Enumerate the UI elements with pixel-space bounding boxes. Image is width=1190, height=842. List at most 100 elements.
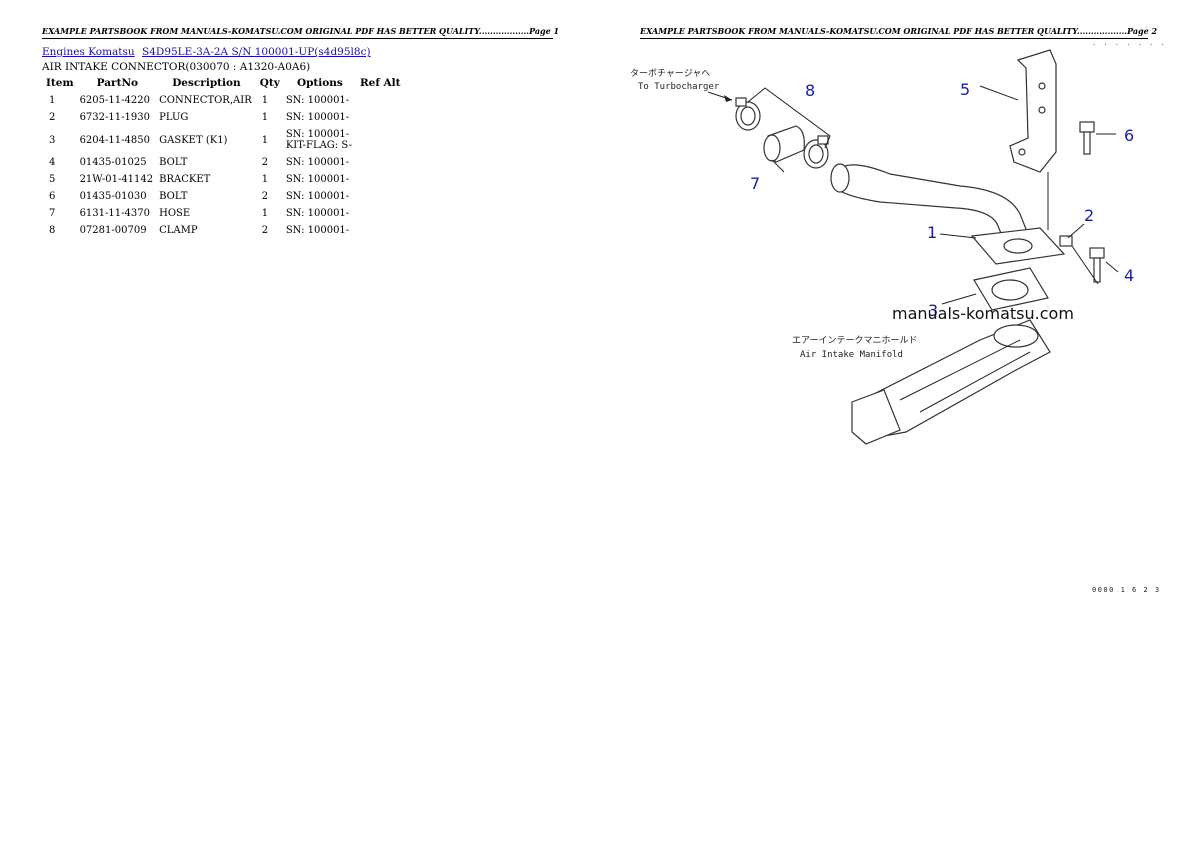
callout-8: 8: [805, 81, 815, 100]
table-header-row: Item PartNo Description Qty Options Ref …: [42, 76, 405, 92]
cell-options: SN: 100001-: [284, 92, 356, 109]
option-line: KIT-FLAG: S-: [285, 140, 352, 151]
table-row: 1 6205-11-4220 CONNECTOR,AIR 1 SN: 10000…: [42, 92, 405, 109]
cell-partno: 21W-01-41142: [79, 174, 154, 185]
cell-qty: 2: [261, 191, 269, 202]
hose-shape: [763, 125, 805, 163]
option-line: SN: 100001-: [285, 157, 350, 168]
col-header-qty: Qty: [259, 77, 280, 89]
cell-qty: 1: [261, 208, 269, 219]
jp-turbo-label: ターボチャージャへ: [630, 68, 710, 79]
clamp-right-shape: [803, 135, 829, 169]
table-row: 8 07281-00709 CLAMP 2 SN: 100001-: [42, 222, 405, 239]
cell-options: SN: 100001-: [284, 188, 356, 205]
cell-refalt: [356, 205, 405, 222]
watermark-text: manuals-komatsu.com: [892, 304, 1074, 323]
bolt-6-shape: [1079, 121, 1095, 155]
turbo-arrowhead: [724, 95, 732, 102]
plug-shape: [1059, 235, 1073, 247]
callout-1: 1: [927, 223, 937, 242]
bracket-shape: [1009, 49, 1057, 173]
cell-options: SN: 100001-: [284, 154, 356, 171]
cell-item: 7: [49, 208, 56, 219]
col-header-options: Options: [296, 77, 343, 89]
cell-refalt: [356, 171, 405, 188]
bolt-4-shape: [1089, 247, 1105, 283]
cell-partno: 6204-11-4850: [79, 134, 150, 146]
cell-item: 3: [49, 134, 56, 146]
cell-description: BRACKET: [159, 174, 211, 185]
cell-options: SN: 100001-: [284, 109, 356, 126]
clamp-leader-8: [747, 87, 831, 149]
col-header-description: Description: [172, 77, 241, 89]
parts-table: Item PartNo Description Qty Options Ref …: [42, 76, 405, 239]
cell-refalt: [356, 92, 405, 109]
cell-partno: 6131-11-4370: [79, 208, 150, 219]
connector-air-shape: [830, 163, 1066, 265]
cell-description: PLUG: [159, 112, 189, 123]
cell-qty: 2: [261, 225, 269, 236]
cell-partno: 07281-00709: [79, 225, 147, 236]
cell-partno: 01435-01030: [79, 191, 147, 202]
breadcrumb: Engines Komatsu S4D95LE-3A-2A S/N 100001…: [42, 46, 371, 58]
option-line: SN: 100001-: [285, 95, 350, 106]
breadcrumb-link-engines[interactable]: Engines Komatsu: [42, 46, 135, 58]
table-row: 4 01435-01025 BOLT 2 SN: 100001-: [42, 154, 405, 171]
table-row: 2 6732-11-1930 PLUG 1 SN: 100001-: [42, 109, 405, 126]
callout-3: 3: [928, 301, 938, 320]
option-line: SN: 100001-: [285, 129, 350, 140]
table-row: 3 6204-11-4850 GASKET (K1) 1 SN: 100001-…: [42, 126, 405, 154]
callout-6: 6: [1124, 126, 1134, 145]
cell-description: BOLT: [159, 191, 188, 202]
option-line: SN: 100001-: [285, 208, 350, 219]
cell-item: 5: [49, 174, 56, 185]
picture-code: 0000 1 6 2 3: [1092, 586, 1161, 594]
callout-2: 2: [1084, 206, 1094, 225]
option-line: SN: 100001-: [285, 174, 350, 185]
cell-qty: 2: [261, 157, 269, 168]
cell-options: SN: 100001-: [284, 205, 356, 222]
cell-qty: 1: [261, 134, 269, 146]
cell-refalt: [356, 126, 405, 154]
option-line: SN: 100001-: [285, 191, 350, 202]
intake-manifold-shape: [851, 319, 1051, 445]
leader-3: [941, 293, 977, 305]
table-row: 6 01435-01030 BOLT 2 SN: 100001-: [42, 188, 405, 205]
callout-4: 4: [1124, 266, 1134, 285]
cell-refalt: [356, 109, 405, 126]
cell-qty: 1: [261, 174, 269, 185]
cell-description: HOSE: [159, 208, 191, 219]
cell-refalt: [356, 222, 405, 239]
en-manifold-label: Air Intake Manifold: [800, 350, 903, 360]
table-row: 5 21W-01-41142 BRACKET 1 SN: 100001-: [42, 171, 405, 188]
cell-options: SN: 100001- KIT-FLAG: S-: [284, 126, 356, 154]
breadcrumb-link-model[interactable]: S4D95LE-3A-2A S/N 100001-UP(s4d95l8c): [142, 46, 371, 58]
gasket-shape: [973, 267, 1049, 311]
callout-5: 5: [960, 80, 970, 99]
en-turbo-label: To Turbocharger: [638, 82, 720, 92]
page-header-2: EXAMPLE PARTSBOOK FROM MANUALS-KOMATSU.C…: [640, 26, 1157, 39]
page-header-1: EXAMPLE PARTSBOOK FROM MANUALS-KOMATSU.C…: [42, 26, 559, 39]
cell-description: CONNECTOR,AIR: [159, 95, 252, 106]
leader-1: [939, 233, 977, 239]
cell-item: 4: [49, 157, 56, 168]
callout-7: 7: [750, 174, 760, 193]
leader-5: [979, 85, 1019, 101]
col-header-item: Item: [46, 77, 74, 89]
col-header-partno: PartNo: [96, 77, 139, 89]
cell-item: 1: [49, 95, 56, 106]
table-row: 7 6131-11-4370 HOSE 1 SN: 100001-: [42, 205, 405, 222]
jp-manifold-label: エアーインテークマニホールド: [792, 335, 917, 346]
cell-item: 8: [49, 225, 56, 236]
leader-4: [1105, 261, 1119, 273]
cell-partno: 01435-01025: [79, 157, 147, 168]
picture-code-top: · · · · · · ·: [1092, 41, 1167, 49]
cell-description: GASKET (K1): [159, 134, 228, 146]
cell-options: SN: 100001-: [284, 171, 356, 188]
cell-item: 6: [49, 191, 56, 202]
cell-item: 2: [49, 112, 56, 123]
cell-partno: 6205-11-4220: [79, 95, 150, 106]
option-line: SN: 100001-: [285, 225, 350, 236]
cell-description: BOLT: [159, 157, 188, 168]
option-line: SN: 100001-: [285, 112, 350, 123]
